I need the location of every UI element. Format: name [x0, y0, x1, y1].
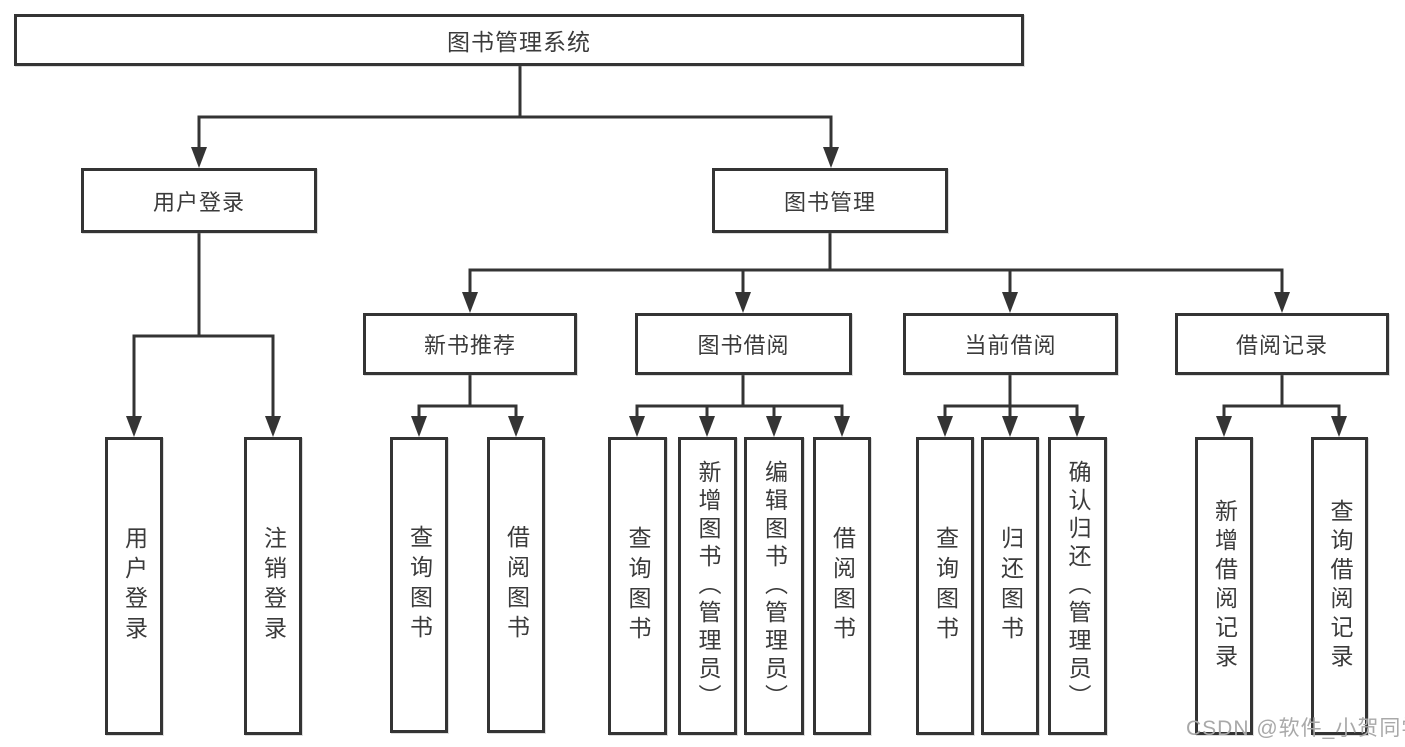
node-bb-add-books-admin: 新增图书（管理员） — [678, 437, 737, 735]
node-bb-borrow-books: 借阅图书 — [813, 437, 871, 735]
node-label: 图书借阅 — [697, 333, 790, 358]
node-borrow-records: 借阅记录 — [1175, 313, 1389, 375]
node-library-management-system: 图书管理系统 — [14, 14, 1024, 66]
node-book-borrow: 图书借阅 — [635, 313, 852, 375]
node-login: 用户登录 — [105, 437, 163, 735]
node-cb-confirm-return-admin: 确认归还（管理员） — [1048, 437, 1107, 735]
node-cb-return-books: 归还图书 — [981, 437, 1039, 735]
node-logout: 注销登录 — [244, 437, 302, 735]
node-book-management: 图书管理 — [712, 168, 948, 233]
node-label: 图书管理 — [783, 189, 876, 215]
node-label: 借阅记录 — [1235, 333, 1328, 358]
node-new-book-recommend: 新书推荐 — [363, 313, 577, 375]
node-label: 用户登录 — [152, 189, 245, 215]
node-nb-borrow-books: 借阅图书 — [487, 437, 545, 733]
node-label: 当前借阅 — [964, 333, 1057, 358]
node-label: 图书管理系统 — [447, 29, 591, 55]
node-bb-edit-books-admin: 编辑图书（管理员） — [744, 437, 804, 735]
csdn-watermark: CSDN @软件_小贺同学 — [1186, 717, 1405, 740]
node-br-query-record: 查询借阅记录 — [1311, 437, 1368, 735]
node-cb-query-books: 查询图书 — [916, 437, 974, 735]
node-bb-query-books: 查询图书 — [608, 437, 667, 735]
node-current-borrow: 当前借阅 — [903, 313, 1118, 375]
node-nb-query-books: 查询图书 — [390, 437, 448, 733]
node-label: 新书推荐 — [423, 333, 516, 358]
node-br-add-record: 新增借阅记录 — [1195, 437, 1253, 735]
node-user-login: 用户登录 — [81, 168, 317, 233]
